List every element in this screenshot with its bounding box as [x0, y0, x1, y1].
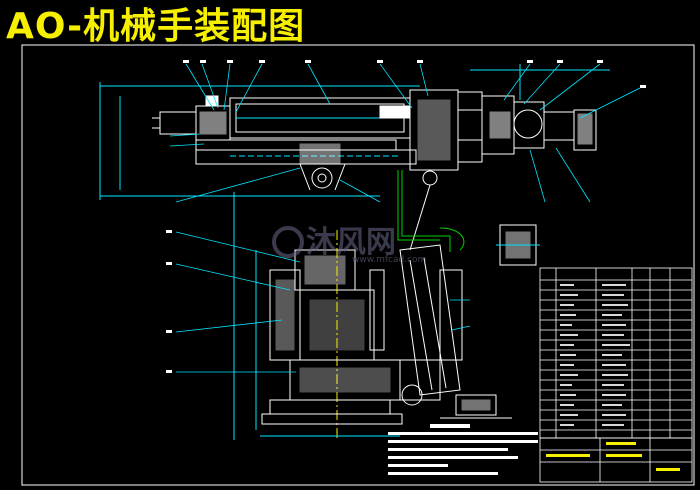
title-block-text [546, 442, 680, 471]
watermark: 沐风网 www.mfcad.com [272, 225, 426, 265]
upper-arm-assembly [99, 64, 610, 200]
lower-base-assembly [233, 170, 540, 440]
svg-text:www.mfcad.com: www.mfcad.com [352, 255, 426, 265]
parts-list-table [539, 267, 693, 439]
drawing-title: AO-机械手装配图 [6, 6, 306, 47]
balloon-marks [166, 60, 646, 373]
title-block [539, 437, 693, 483]
lower-leader-lines [175, 231, 471, 373]
parts-list-entries [560, 284, 630, 426]
sheet-border [21, 44, 695, 486]
upper-leader-lines [169, 63, 641, 203]
pipe-lines [397, 170, 465, 252]
svg-text:沐风网: 沐风网 [306, 225, 396, 260]
technical-notes [388, 424, 538, 475]
